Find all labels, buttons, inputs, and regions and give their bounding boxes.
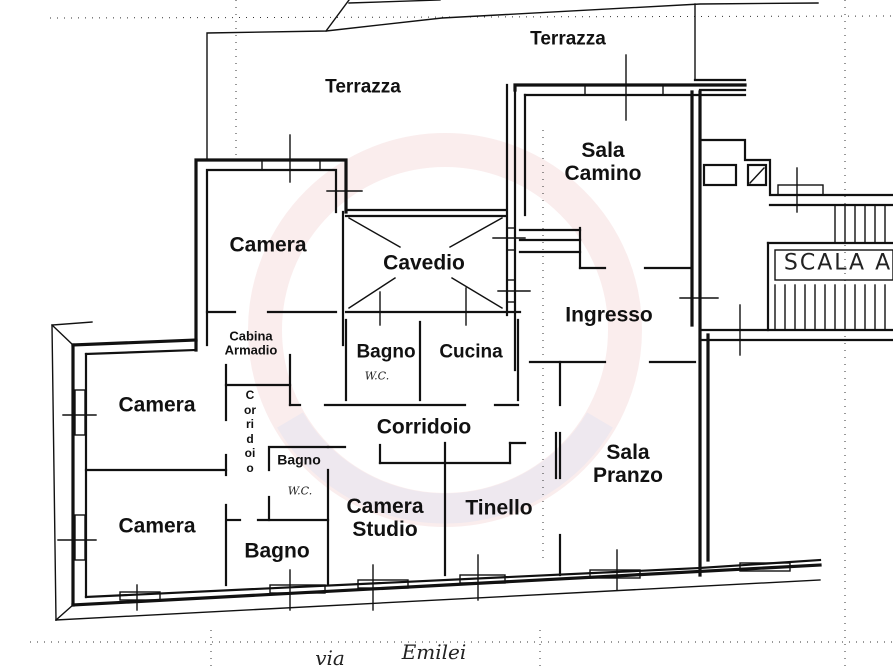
wc-annotation-small: W.C. xyxy=(287,484,313,498)
room-cavedio: Cavedio xyxy=(383,251,465,275)
room-bagno-wc: Bagno xyxy=(356,341,416,363)
walls-left-wing xyxy=(51,321,292,621)
walls-south-facade xyxy=(55,549,822,621)
room-bagno-bottom: Bagno xyxy=(244,539,310,563)
room-sala-camino: Sala Camino xyxy=(564,139,641,185)
reference-dotted-lines xyxy=(30,0,893,670)
room-camera-studio-line2: Studio xyxy=(352,518,418,541)
walls-stairwell xyxy=(698,138,893,562)
room-camera-studio-line1: Camera xyxy=(346,494,424,518)
room-cucina: Cucina xyxy=(439,341,503,363)
room-sala-camino-line2: Camino xyxy=(564,162,642,185)
terrace-outline xyxy=(206,0,819,161)
room-camera-studio: Camera Studio xyxy=(346,495,423,541)
room-cabina-armadio-line2: Armadio xyxy=(224,343,278,358)
walls-cavedio xyxy=(341,83,531,372)
room-camera-left-2: Camera xyxy=(118,514,196,538)
room-corridoio-vertical: Corridoio xyxy=(244,388,256,475)
room-sala-pranzo: Sala Pranzo xyxy=(593,441,663,487)
room-bagno-small: Bagno xyxy=(277,451,321,468)
room-terrazza-top: Terrazza xyxy=(530,28,606,50)
room-sala-camino-line1: Sala xyxy=(581,138,625,162)
walls-camera-top xyxy=(194,134,363,352)
room-camera-left-1: Camera xyxy=(118,393,196,417)
wc-annotation-top: W.C. xyxy=(364,369,390,383)
room-camera-top: Camera xyxy=(229,233,307,257)
walls-middle xyxy=(288,318,527,577)
stair-treads xyxy=(774,204,886,331)
street-prefix: via xyxy=(315,646,345,670)
room-tinello: Tinello xyxy=(465,496,533,520)
room-cabina-armadio: Cabina Armadio xyxy=(224,328,278,359)
room-ingresso: Ingresso xyxy=(565,303,653,327)
room-sala-pranzo-line2: Pranzo xyxy=(592,464,664,487)
room-terrazza-left: Terrazza xyxy=(325,76,401,98)
street-name: Emilei xyxy=(401,640,467,664)
room-sala-pranzo-line1: Sala xyxy=(606,440,650,464)
room-corridoio: Corridoio xyxy=(376,415,472,439)
stair-label: SCALA A xyxy=(783,250,893,276)
room-cabina-armadio-line1: Cabina xyxy=(229,328,273,344)
walls-sala-camino xyxy=(513,54,747,577)
